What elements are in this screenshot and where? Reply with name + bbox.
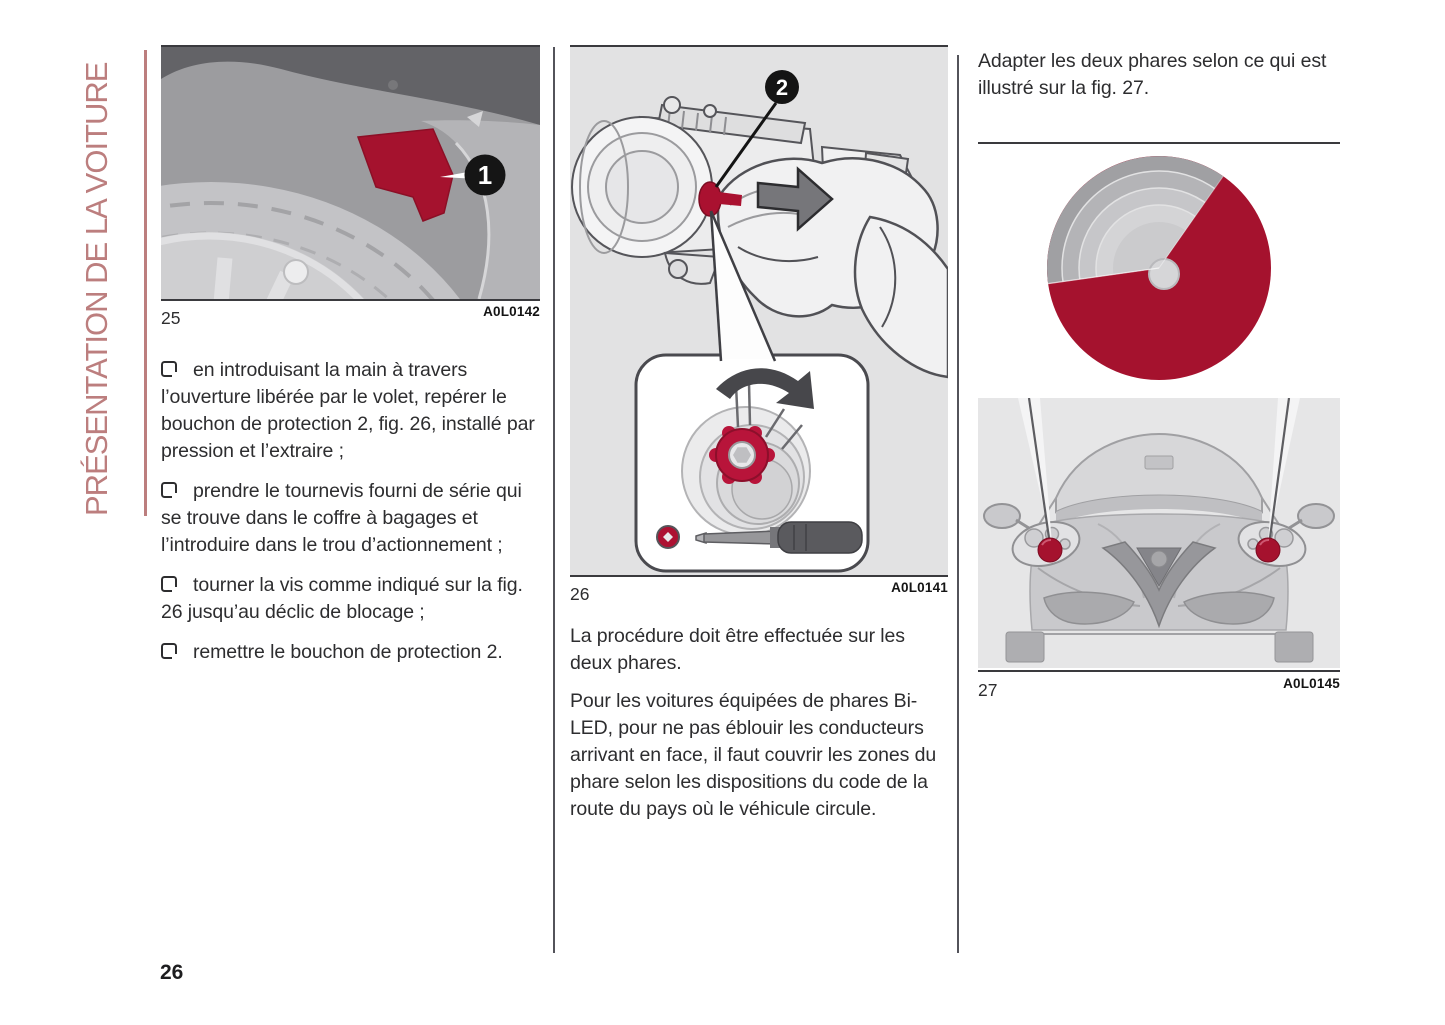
- headlight-illustration: 2: [570, 47, 948, 575]
- instruction-list: en introduisant la main à travers l’ouve…: [161, 357, 540, 666]
- column-2: 2: [570, 45, 948, 834]
- brand-emblem: [1150, 550, 1168, 568]
- instruction-text: en introduisant la main à travers l’ouve…: [161, 359, 535, 462]
- figure-number: 27: [978, 680, 998, 700]
- checkbox-bullet-icon: [161, 576, 179, 594]
- rearview-mirror: [1144, 455, 1174, 470]
- chapter-title-vertical: PRÉSENTATION DE LA VOITURE: [79, 62, 114, 516]
- fender-panel: [161, 47, 540, 125]
- adjuster-point-right: [1255, 537, 1281, 563]
- column-divider: [957, 55, 959, 953]
- figure-26-image: 2: [570, 47, 948, 575]
- aim-line-right: [1267, 397, 1291, 546]
- figure-code: A0L0142: [483, 304, 540, 319]
- wheel-left: [1005, 631, 1045, 663]
- paragraph: Adapter les deux phares selon ce qui est…: [978, 50, 1327, 99]
- figure-number: 26: [570, 584, 590, 604]
- wheel-arch-illustration: 1: [161, 47, 540, 299]
- figure-bottom-rule: [978, 670, 1340, 672]
- figure-25-image: 1: [161, 47, 540, 299]
- column-1: 1 25 A0L0142 en introduisant la main à t…: [161, 45, 540, 679]
- air-intake-left: [1043, 591, 1135, 625]
- list-item: tourner la vis comme indiqué sur la fig.…: [161, 572, 540, 626]
- callout-1-number: 1: [478, 160, 492, 190]
- page-number: 26: [160, 961, 184, 984]
- checkbox-bullet-icon: [161, 643, 179, 661]
- wheel-right: [1274, 631, 1314, 663]
- instruction-text: tourner la vis comme indiqué sur la fig.…: [161, 574, 523, 623]
- figure-code: A0L0141: [891, 580, 948, 595]
- pull-arrow-icon: [756, 166, 834, 232]
- column-3: Adapter les deux phares selon ce qui est…: [978, 45, 1342, 965]
- arm: [853, 215, 948, 379]
- figure-top-rule: [161, 45, 540, 47]
- list-item: en introduisant la main à travers l’ouve…: [161, 357, 540, 465]
- figure-bottom-rule: [161, 299, 540, 301]
- outer-fender: [421, 120, 540, 299]
- figure-code: A0L0145: [1283, 676, 1340, 691]
- wheel: [161, 232, 365, 299]
- side-mirror-right: [1297, 503, 1335, 529]
- figure-number: 25: [161, 308, 181, 328]
- figure-27-lens-image: [978, 150, 1340, 398]
- air-intake-right: [1183, 591, 1275, 625]
- callout-2-number: 2: [776, 75, 788, 100]
- red-flap-highlight: [356, 128, 454, 222]
- paragraph: La procédure doit être effectuée sur les…: [570, 625, 905, 674]
- figure-bottom-rule: [570, 575, 948, 577]
- checkbox-bullet-icon: [161, 361, 179, 379]
- projector-bulb: [1148, 258, 1180, 290]
- figure-25: 1 25 A0L0142: [161, 45, 540, 329]
- grille-v: [1101, 541, 1217, 629]
- list-item: prendre le tournevis fourni de série qui…: [161, 478, 540, 559]
- callout-2-badge: [765, 70, 799, 104]
- figure-26: 2: [570, 45, 948, 605]
- red-adjuster-gear: [709, 426, 775, 484]
- side-mirror-left: [983, 503, 1021, 529]
- instruction-text: remettre le bouchon de protection 2.: [193, 641, 503, 663]
- aim-line-left: [1027, 397, 1052, 546]
- figure-top-rule: [978, 142, 1340, 144]
- adjuster-point-left: [1037, 537, 1063, 563]
- paragraph: Pour les voitures équipées de phares Bi-…: [570, 690, 937, 820]
- column-divider: [553, 47, 555, 953]
- rotate-arrow-icon: [716, 368, 814, 409]
- figure-top-rule: [570, 45, 948, 47]
- car-front-illustration: [978, 397, 1340, 668]
- callout-1-badge: [464, 154, 506, 196]
- figure-27-car-image: [978, 397, 1340, 673]
- screwdriver: [695, 521, 863, 554]
- instruction-text: prendre le tournevis fourni de série qui…: [161, 480, 522, 556]
- headlight-cover-zones-illustration: [1047, 156, 1271, 380]
- body-text: La procédure doit être effectuée sur les…: [570, 623, 948, 823]
- callout-leader-line: [714, 102, 778, 188]
- chapter-title-rule: [144, 50, 147, 516]
- list-item: remettre le bouchon de protection 2.: [161, 639, 540, 666]
- checkbox-bullet-icon: [161, 482, 179, 500]
